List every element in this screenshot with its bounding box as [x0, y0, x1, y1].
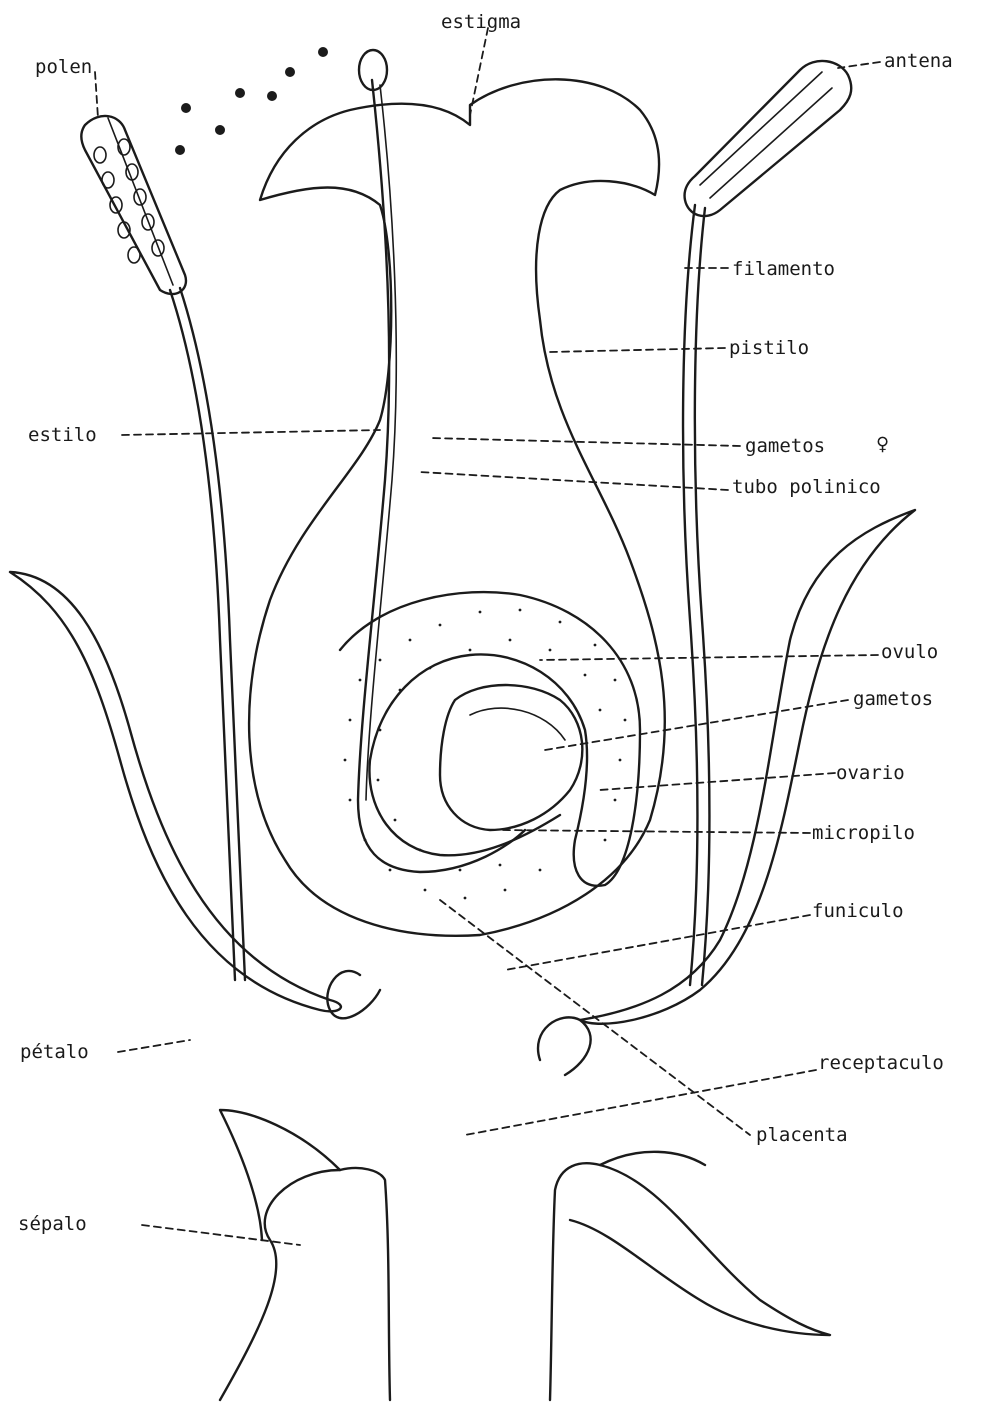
label-gametos: gametos	[853, 690, 933, 709]
left-petal	[10, 572, 341, 1011]
label-antena: antena	[884, 52, 953, 71]
ovule-inner	[440, 685, 582, 830]
right-basal-fold	[538, 1017, 591, 1075]
left-stamen	[81, 116, 245, 980]
female-symbol-icon: ♀	[876, 434, 889, 456]
label-funiculo: funiculo	[812, 902, 904, 921]
label-gametos-female: gametos	[745, 437, 825, 456]
label-estilo: estilo	[28, 426, 97, 445]
label-sepalo: sépalo	[18, 1215, 87, 1234]
label-tubo-polinico: tubo polinico	[732, 478, 881, 497]
label-pistilo: pistilo	[729, 339, 809, 358]
pistil-outline	[249, 79, 665, 935]
label-receptaculo: receptaculo	[818, 1054, 944, 1073]
label-placenta: placenta	[756, 1126, 848, 1145]
leader-lines	[95, 28, 880, 1245]
ovule-outer	[340, 592, 640, 886]
label-petalo: pétalo	[20, 1043, 89, 1062]
pollen-dots	[175, 47, 328, 155]
sepal-left	[220, 1110, 340, 1240]
label-polen: polen	[35, 58, 92, 77]
label-ovulo: ovulo	[881, 643, 938, 662]
receptacle-and-sepals	[220, 1163, 830, 1400]
right-stamen	[683, 61, 851, 985]
label-micropilo: micropilo	[812, 824, 915, 843]
label-ovario: ovario	[836, 764, 905, 783]
label-estigma: estigma	[441, 13, 521, 32]
label-filamento: filamento	[732, 260, 835, 279]
embryo-sac	[470, 708, 565, 740]
sepal-right	[600, 1152, 705, 1165]
